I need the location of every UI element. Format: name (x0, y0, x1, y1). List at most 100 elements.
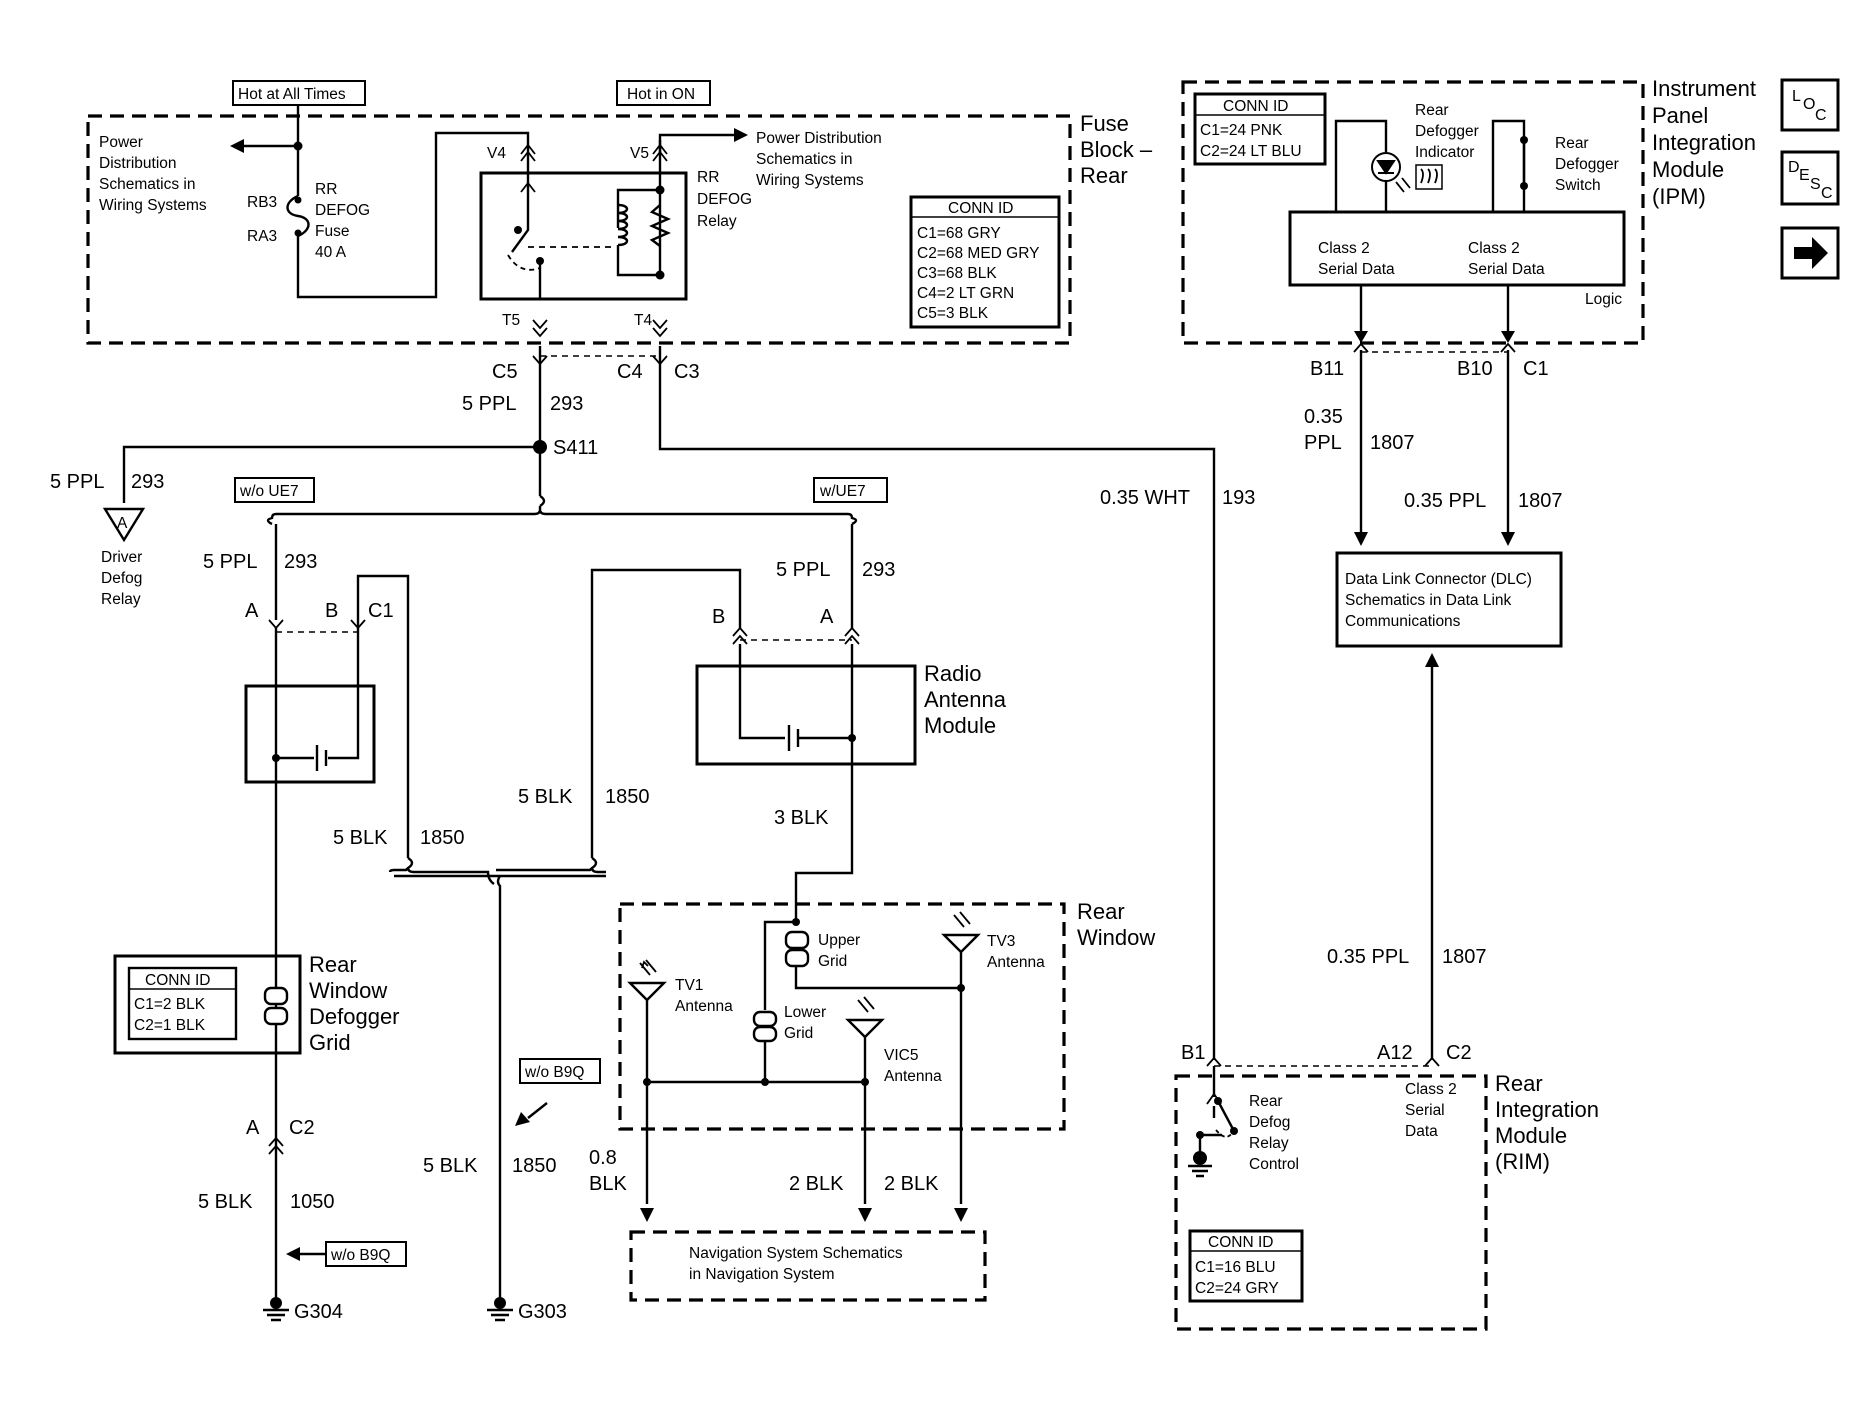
rr-defog-relay-box (479, 171, 688, 301)
ppl-1807-b11-line-2: PPL (1304, 432, 1342, 454)
arrow-down-icon (1354, 532, 1368, 546)
fuse-block-title-line-3: Rear (1080, 163, 1128, 188)
w-ue7-label: w/UE7 (819, 483, 866, 500)
ppl-293-a-label: 5 PPL (203, 551, 257, 573)
blk-1850-a-number: 1850 (420, 827, 465, 849)
t5-terminal-icon (532, 319, 548, 338)
driver-defog-label-line-1: Driver (101, 549, 142, 566)
fuse-icon (286, 194, 310, 238)
splice-dot (957, 984, 965, 992)
blk-1850-b-label: 5 BLK (518, 786, 573, 808)
blk-1850-b-number: 1850 (605, 786, 650, 808)
arrow-down-left-icon (515, 1112, 530, 1126)
relay-contact (514, 226, 522, 234)
indicator-label-line-2: Defogger (1415, 123, 1479, 140)
blk-2-b-label: 2 BLK (884, 1173, 939, 1195)
b11-b10-terminal-icon (1353, 342, 1516, 353)
defogger-grid-title-line-1: Rear (309, 952, 357, 977)
rim-class2-line-2: Serial (1405, 1102, 1445, 1119)
v4-label: V4 (487, 145, 506, 162)
switch-wire (1491, 119, 1526, 212)
grid-conn-id-row: C1=2 BLK (134, 996, 206, 1013)
relay-coil-return (616, 245, 660, 277)
ppl-293-b-number: 293 (862, 559, 895, 581)
svg-text:C: C (1815, 107, 1827, 124)
antenna-signal-icon (639, 959, 657, 976)
grid-right-wire (328, 628, 360, 760)
heating-element-icon (263, 986, 289, 1006)
switch-arc (1215, 1129, 1233, 1138)
antenna-signal-icon (857, 996, 875, 1013)
blk-1050-label: 5 BLK (198, 1191, 253, 1213)
hot-at-all-times-label: Hot at All Times (238, 86, 346, 103)
relay-label-line-1: RR (697, 169, 719, 186)
logic-label: Logic (1585, 291, 1622, 308)
relay-control-line-1: Rear (1249, 1093, 1283, 1110)
svg-text:C: C (1821, 185, 1833, 202)
defogger-grid-title-line-3: Defogger (309, 1004, 400, 1029)
lower-grid-element-icon (752, 1010, 778, 1028)
capacitor-icon (315, 745, 328, 771)
driver-defog-label-line-3: Relay (101, 591, 141, 608)
rim-conn-id-title: CONN ID (1208, 1234, 1273, 1251)
switch-label-line-2: Defogger (1555, 156, 1619, 173)
grid-conn-id-title: CONN ID (145, 972, 210, 989)
power-dist-right-line-3: Wiring Systems (756, 172, 864, 189)
off-page-letter: A (117, 515, 128, 532)
dlc-line-1: Data Link Connector (DLC) (1345, 571, 1532, 588)
lower-grid-line-2: Grid (784, 1025, 813, 1042)
wht-193-wire (658, 346, 1216, 1060)
driver-defog-wire (122, 445, 540, 503)
rim-module: B1 A12 C2 Rear Integration Module (RIM) … (1174, 1042, 1599, 1331)
driver-defog-label-line-2: Defog (101, 570, 142, 587)
fuse-conn-id-row: C3=68 BLK (917, 265, 997, 282)
fuse-terminal (294, 229, 302, 237)
rim-title-line-2: Integration (1495, 1097, 1599, 1122)
s411-label: S411 (553, 437, 598, 459)
g304-label: G304 (294, 1301, 343, 1323)
hot-at-all-times-box (232, 80, 366, 106)
arrow-down-icon (858, 1208, 872, 1222)
ppl-1807-b10-label: 0.35 PPL (1404, 490, 1486, 512)
ground-dot (1193, 1151, 1207, 1165)
class2-left-line-1: Class 2 (1318, 240, 1370, 257)
power-dist-right-wire (658, 133, 738, 152)
vic5-line-1: VIC5 (884, 1047, 918, 1064)
fuse-block-boundary (86, 114, 1072, 345)
fuse-label-line-4: 40 A (315, 244, 347, 261)
relay-control-switch-icon (1216, 1100, 1236, 1132)
rear-window-title-line-2: Window (1077, 925, 1155, 950)
blk-2-a-label: 2 BLK (789, 1173, 844, 1195)
ground-icon (487, 1308, 513, 1322)
loc-icon[interactable] (1780, 78, 1840, 132)
rim-class2-line-3: Data (1405, 1123, 1438, 1140)
relay-control-line-3: Relay (1249, 1135, 1289, 1152)
ipm-c1-label: C1 (1523, 358, 1549, 380)
v5-terminal-icon (652, 143, 668, 162)
ipm-boundary (1181, 80, 1645, 345)
fuse-conn-id-row: C1=68 GRY (917, 225, 1001, 242)
rim-conn-id-row: C2=24 GRY (1195, 1280, 1279, 1297)
radio-title-line-3: Module (924, 713, 996, 738)
desc-icon[interactable] (1780, 150, 1840, 206)
ground-dot (270, 1297, 282, 1309)
blk-08-line-2: BLK (589, 1173, 627, 1195)
c4-label: C4 (617, 361, 643, 383)
ground-icon (263, 1308, 289, 1322)
nav-icons: L O C D E S C (1780, 78, 1840, 280)
rim-b1-label: B1 (1181, 1042, 1205, 1064)
radio-internal-wire (738, 644, 854, 740)
indicator-wire (1334, 119, 1388, 212)
wo-ue7-option-box (234, 477, 315, 503)
wo-b9q-label-b: w/o B9Q (524, 1064, 584, 1081)
fuse-label-line-3: Fuse (315, 223, 349, 240)
fuse-block-title-line-2: Block – (1080, 137, 1153, 162)
relay-arc (507, 254, 541, 271)
blk-1050-number: 1050 (290, 1191, 335, 1213)
nav-line-2: in Navigation System (689, 1266, 835, 1283)
ipm-title-line-3: Integration (1652, 130, 1756, 155)
class2-left-line-2: Serial Data (1318, 261, 1395, 278)
relay-switch-wire (511, 152, 530, 253)
fuse-block-rear: Fuse Block – Rear Hot at All Times Hot i… (86, 80, 1153, 345)
